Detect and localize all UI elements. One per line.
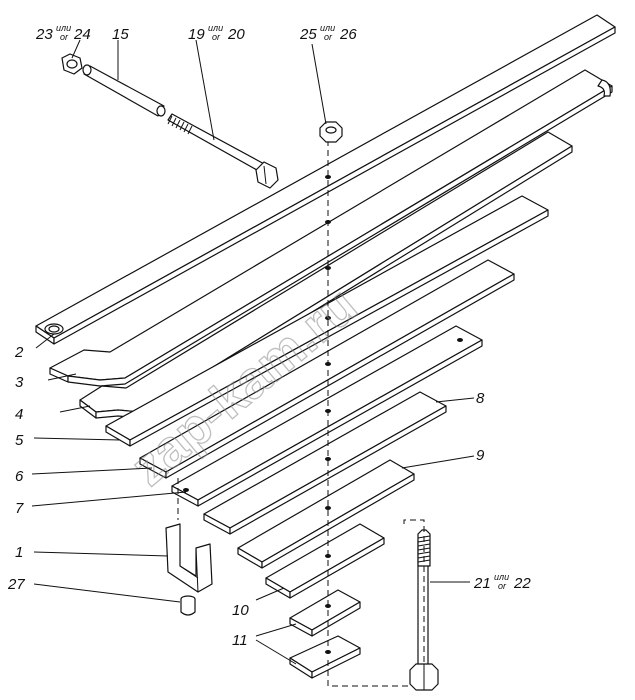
nut-23-24 [61,53,83,75]
label-15: 15 [112,26,129,43]
rivet-27 [180,595,196,616]
label-8: 8 [476,390,485,407]
label-4: 4 [15,406,23,423]
label-24: 24 [73,26,91,43]
label-22: 22 [513,575,531,592]
leaf-3 [49,69,613,387]
label-7: 7 [15,500,24,517]
spacer-11-lower [289,635,361,679]
label-or-ru-21: или [494,572,509,582]
clip-1 [165,523,213,593]
label-11: 11 [232,632,248,649]
leaf-4 [79,131,573,419]
label-2: 2 [14,344,24,361]
nut-25-26 [319,121,343,143]
label-1: 1 [15,544,23,561]
label-26: 26 [339,26,357,43]
label-5: 5 [15,432,24,449]
label-10: 10 [232,602,249,619]
label-or-ru-19: или [208,23,223,33]
label-23: 23 [35,26,53,43]
label-or-en-19: or [212,32,221,42]
bolt-dash-guide-upper [403,519,425,662]
label-or-en-23: or [60,32,69,42]
leaf-7 [171,325,483,507]
leaf-10 [265,523,385,599]
label-3: 3 [15,374,24,391]
bolt-19-20 [167,113,279,189]
leaf-9 [237,459,415,569]
label-20: 20 [227,26,245,43]
label-25: 25 [299,26,317,43]
label-27: 27 [7,576,25,593]
label-6: 6 [15,468,24,485]
label-19: 19 [188,26,205,43]
label-9: 9 [476,447,485,464]
label-or-en-21: or [498,581,507,591]
spacer-11-upper [289,589,361,637]
leader-lines [31,39,475,665]
bolt-dash-guide-lower [327,660,410,687]
leaf-6 [139,259,515,479]
bushing-15 [82,64,166,117]
part-labels: 2 3 4 5 6 7 1 27 10 11 8 9 15 23 или or … [7,23,531,649]
label-or-ru-25: или [320,23,335,33]
label-21: 21 [473,575,491,592]
leaf-8 [203,391,447,535]
label-or-en-25: or [324,32,333,42]
label-or-ru-23: или [56,23,71,33]
center-holes [325,175,331,654]
